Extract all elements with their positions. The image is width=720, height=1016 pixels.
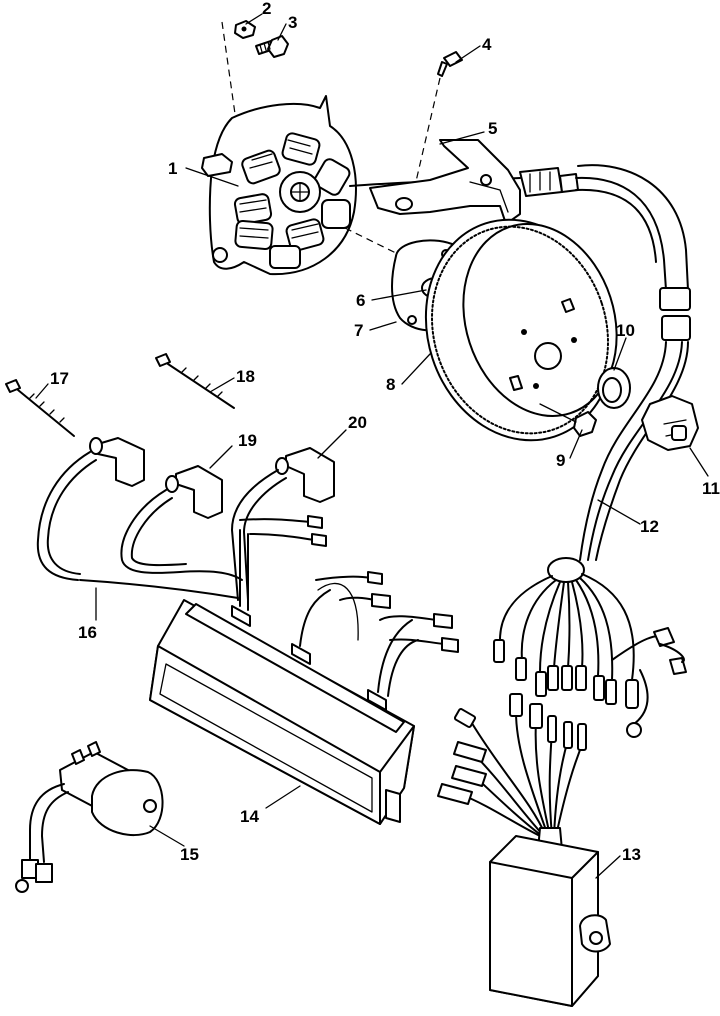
part-13-regulator-leads bbox=[437, 693, 587, 851]
callout-19: 19 bbox=[238, 431, 257, 450]
callout-14: 14 bbox=[240, 807, 259, 826]
part-2-washer bbox=[234, 20, 256, 39]
stator-connector bbox=[519, 167, 579, 197]
callout-16: 16 bbox=[78, 623, 97, 642]
part-20-plug-cap bbox=[275, 447, 335, 503]
callout-12: 12 bbox=[640, 517, 659, 536]
callout-18: 18 bbox=[236, 367, 255, 386]
part-3-screw bbox=[255, 35, 289, 58]
part-9-bolt bbox=[539, 403, 597, 437]
part-8-flywheel bbox=[424, 218, 618, 442]
part-10-seal bbox=[597, 367, 631, 409]
callout-1: 1 bbox=[168, 159, 177, 178]
part-18-cable-tie bbox=[155, 353, 235, 409]
callout-5: 5 bbox=[488, 119, 497, 138]
callout-2: 2 bbox=[262, 0, 271, 18]
leader-stator-flywheel bbox=[344, 227, 401, 256]
leader-4-dashed bbox=[413, 77, 441, 191]
harness-clips bbox=[659, 287, 691, 341]
callout-3: 3 bbox=[288, 13, 297, 32]
part-11-nut bbox=[641, 395, 699, 451]
callout-6: 6 bbox=[356, 291, 365, 310]
part-5-bracket bbox=[369, 139, 521, 225]
part-12-harness-sleeve bbox=[575, 164, 689, 291]
callout-7: 7 bbox=[354, 321, 363, 340]
callout-13: 13 bbox=[622, 845, 641, 864]
callout-20: 20 bbox=[348, 413, 367, 432]
plug-cap-left bbox=[89, 437, 145, 487]
part-16-ignition-wires bbox=[36, 451, 287, 601]
callout-10: 10 bbox=[616, 321, 635, 340]
callout-8: 8 bbox=[386, 375, 395, 394]
part-15-solenoid bbox=[15, 741, 164, 893]
part-13-regulator-box bbox=[489, 835, 611, 1007]
callout-11: 11 bbox=[702, 479, 720, 498]
part-14-cdi-box bbox=[149, 529, 419, 825]
harness-breakout bbox=[493, 557, 687, 738]
part-4-screw bbox=[437, 51, 463, 77]
callout-15: 15 bbox=[180, 845, 199, 864]
callout-labels: 1 2 3 4 5 6 7 8 9 10 11 12 13 14 15 16 1… bbox=[50, 0, 720, 864]
leader-lines bbox=[35, 13, 709, 879]
callout-9: 9 bbox=[556, 451, 565, 470]
part-19-plug-cap bbox=[165, 465, 223, 519]
callout-17: 17 bbox=[50, 369, 69, 388]
part-1-stator bbox=[201, 95, 357, 276]
cdi-terminals bbox=[239, 515, 459, 653]
part-17-cable-tie bbox=[5, 379, 75, 437]
callout-4: 4 bbox=[482, 35, 492, 54]
